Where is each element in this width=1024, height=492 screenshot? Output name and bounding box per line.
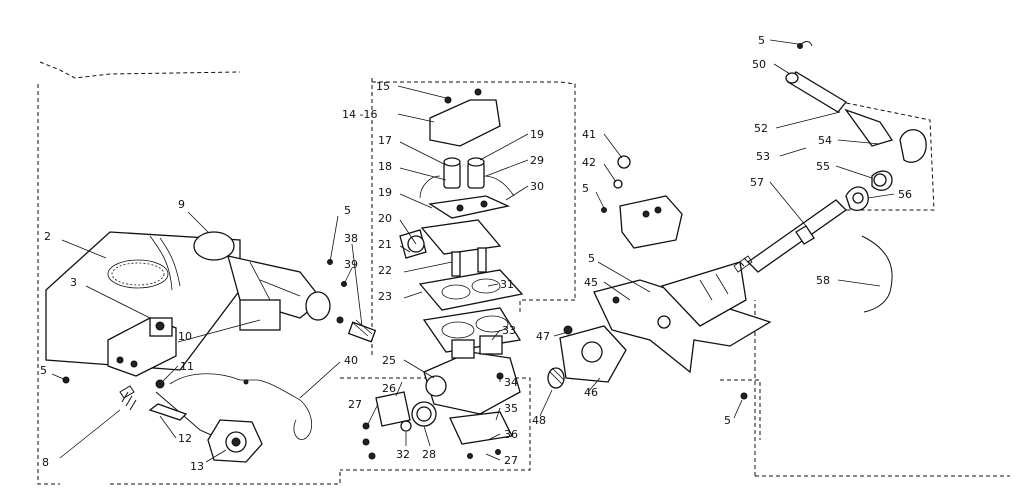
- callout-22: 22: [378, 264, 392, 277]
- callout-27: 27: [504, 454, 518, 467]
- callout-39: 39: [344, 258, 358, 271]
- callout-58: 58: [816, 274, 830, 287]
- callout-42: 42: [582, 156, 596, 169]
- callout-5: 5: [40, 364, 47, 377]
- callout-14-16: 14 -16: [342, 108, 377, 121]
- small-right-hardware: [740, 41, 813, 400]
- callout-labels: 2 3 5 8 9 10 11 12 13 5 38 39 40 15 14 -…: [40, 34, 912, 473]
- callout-38: 38: [344, 232, 358, 245]
- callout-52: 52: [754, 122, 768, 135]
- lower-tube-assembly: [733, 199, 848, 273]
- callout-55: 55: [816, 160, 830, 173]
- valve-cover: [429, 88, 501, 147]
- callout-47: 47: [536, 330, 550, 343]
- callout-20: 20: [378, 212, 392, 225]
- callout-45: 45: [584, 276, 598, 289]
- callout-25: 25: [382, 354, 396, 367]
- upper-tube-assembly: [785, 71, 927, 211]
- group-boundaries: [37, 61, 1010, 485]
- small-left-parts: [62, 373, 313, 463]
- wire-58: [861, 235, 893, 313]
- callout-27: 27: [348, 398, 362, 411]
- callout-23: 23: [378, 290, 392, 303]
- fittings-38-39: [336, 281, 377, 343]
- callout-5: 5: [758, 34, 765, 47]
- burner-tube: [193, 231, 333, 331]
- callout-8: 8: [42, 456, 49, 469]
- callout-34: 34: [504, 376, 518, 389]
- callout-50: 50: [752, 58, 766, 71]
- callout-30: 30: [530, 180, 544, 193]
- callout-9: 9: [178, 198, 185, 211]
- solenoid-stack: [419, 157, 515, 219]
- callout-2: 2: [44, 230, 51, 243]
- valve-body: [107, 317, 177, 377]
- valve-core: [399, 219, 502, 277]
- callout-28: 28: [422, 448, 436, 461]
- callout-53: 53: [756, 150, 770, 163]
- callout-19: 19: [378, 186, 392, 199]
- callout-17: 17: [378, 134, 392, 147]
- callout-29: 29: [530, 154, 544, 167]
- callout-56: 56: [898, 188, 912, 201]
- callout-26: 26: [382, 382, 396, 395]
- callout-48: 48: [532, 414, 546, 427]
- callout-40: 40: [344, 354, 358, 367]
- callout-15: 15: [376, 80, 390, 93]
- callout-32: 32: [396, 448, 410, 461]
- callout-12: 12: [178, 432, 192, 445]
- callout-5: 5: [582, 182, 589, 195]
- callout-36: 36: [504, 428, 518, 441]
- main-valve-body: [423, 335, 521, 459]
- callout-5: 5: [724, 414, 731, 427]
- mounting-bracket: [593, 261, 772, 374]
- regulator-parts: [362, 391, 437, 460]
- callout-35: 35: [504, 402, 518, 415]
- leader-lines: [51, 39, 895, 463]
- callout-54: 54: [818, 134, 832, 147]
- callout-11: 11: [180, 360, 194, 373]
- callout-33: 33: [502, 324, 516, 337]
- callout-21: 21: [378, 238, 392, 251]
- pump-motor: [547, 325, 627, 389]
- callout-41: 41: [582, 128, 596, 141]
- callout-46: 46: [584, 386, 598, 399]
- callout-18: 18: [378, 160, 392, 173]
- callout-5: 5: [344, 204, 351, 217]
- control-module: [601, 155, 683, 249]
- callout-3: 3: [70, 276, 77, 289]
- callout-5: 5: [588, 252, 595, 265]
- callout-19: 19: [530, 128, 544, 141]
- callout-13: 13: [190, 460, 204, 473]
- callout-10: 10: [178, 330, 192, 343]
- callout-31: 31: [500, 278, 514, 291]
- callout-57: 57: [750, 176, 764, 189]
